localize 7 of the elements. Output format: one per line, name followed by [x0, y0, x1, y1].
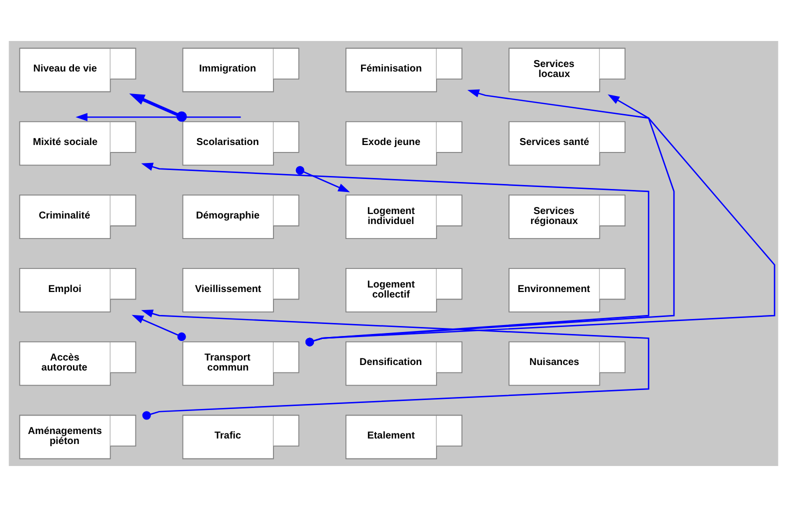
arrow — [76, 112, 241, 121]
arrow — [141, 162, 650, 346]
arrow — [132, 314, 186, 341]
arrow — [296, 165, 350, 192]
arrow — [305, 94, 675, 346]
arrow — [141, 309, 650, 420]
arrow — [305, 88, 776, 346]
